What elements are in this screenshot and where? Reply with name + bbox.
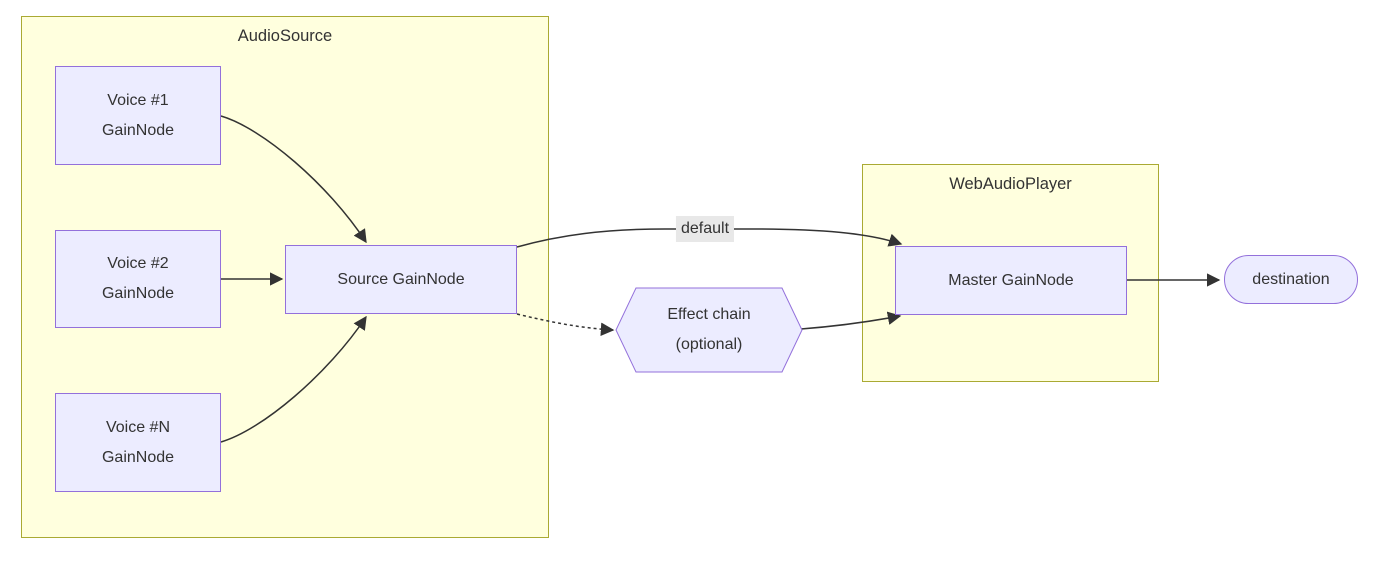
node-destination: destination <box>1224 255 1358 304</box>
node-voice-1-gainnode: Voice #1 GainNode <box>55 66 221 165</box>
node-effect-chain-label: Effect chain (optional) <box>667 306 751 353</box>
node-source-gainnode: Source GainNode <box>285 245 517 314</box>
edge-source-to-effect-dotted <box>516 313 615 337</box>
cluster-audio-source-title: AudioSource <box>237 27 333 45</box>
edge-label-default: default <box>675 216 735 242</box>
cluster-web-audio-player-title: WebAudioPlayer <box>949 175 1072 193</box>
edge-effect-to-master <box>800 311 902 330</box>
node-master-gainnode: Master GainNode <box>895 246 1127 315</box>
edge-voice1-to-source <box>220 115 367 244</box>
edge-voiceN-to-source <box>220 315 367 443</box>
node-voice-2-gainnode: Voice #2 GainNode <box>55 230 221 328</box>
node-voice-n-gainnode: Voice #N GainNode <box>55 393 221 492</box>
node-effect-chain-shape <box>615 287 803 373</box>
